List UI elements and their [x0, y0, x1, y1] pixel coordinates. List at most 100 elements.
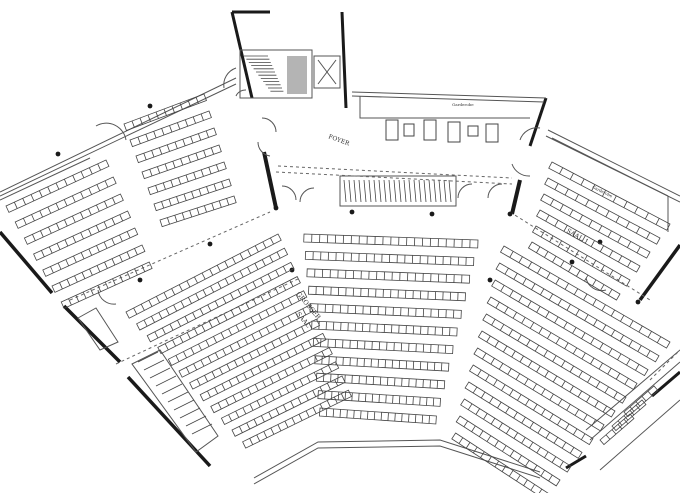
structure-lines	[0, 49, 680, 485]
stair-tread	[393, 179, 397, 203]
seat-row	[499, 245, 671, 349]
right-wall-a	[638, 243, 680, 302]
seat-row	[147, 161, 227, 196]
seat-row	[5, 159, 110, 213]
seat-row	[60, 261, 153, 309]
stair-tread	[179, 407, 201, 419]
seat-row	[495, 262, 660, 363]
seat-row	[157, 276, 301, 355]
stair-tread	[173, 399, 195, 411]
seat-row	[312, 337, 454, 355]
door-swings	[95, 67, 607, 305]
stair-tread	[418, 179, 422, 203]
seat-row	[129, 110, 212, 148]
stair-tread	[358, 179, 362, 203]
seat-row	[319, 407, 437, 425]
stair-tread	[353, 179, 357, 203]
seat-row	[464, 381, 583, 459]
seat-row	[455, 415, 561, 487]
seat-row	[548, 161, 671, 231]
seat-row	[482, 313, 627, 404]
column-marker	[569, 259, 575, 265]
right-wall-b	[565, 454, 587, 470]
column-marker	[507, 211, 513, 217]
stair-tower-left-wall	[230, 11, 254, 99]
seat-row	[146, 261, 295, 343]
seat-row	[468, 364, 594, 446]
seat-row	[51, 244, 146, 293]
stair-tread	[383, 179, 387, 203]
foyer-right-upper	[528, 97, 548, 147]
seat-row	[544, 177, 661, 245]
seat-row	[309, 303, 462, 319]
stair-tread	[403, 179, 407, 203]
stair-tread	[398, 179, 402, 203]
seat-row	[451, 432, 549, 493]
stair-tread	[185, 415, 207, 427]
seat-row	[306, 268, 471, 284]
column-marker	[55, 151, 61, 157]
stair-tread	[348, 179, 352, 203]
stair-tread	[143, 359, 165, 371]
seat-row	[540, 193, 651, 259]
column-marker	[137, 277, 143, 283]
seat-row	[473, 347, 605, 432]
column-marker	[635, 299, 641, 305]
stair-tread	[433, 179, 437, 203]
stair-tread	[438, 179, 442, 203]
stair-tread	[155, 375, 177, 387]
stair-tread	[161, 383, 183, 395]
stair-tread	[343, 179, 347, 203]
seat-row	[491, 279, 649, 377]
stair-tread	[443, 179, 447, 203]
seat-row	[125, 233, 282, 319]
stair-tread	[137, 351, 159, 363]
foyer-furniture	[385, 119, 499, 143]
stair-tread	[428, 179, 432, 203]
seat-row	[123, 93, 207, 132]
seat-row	[304, 250, 475, 267]
seat-row	[199, 332, 327, 402]
seat-row	[314, 355, 450, 372]
seat-row	[242, 389, 353, 449]
column-marker	[487, 277, 493, 283]
seat-row	[303, 233, 479, 249]
stair-tower-right-wall	[340, 11, 348, 109]
seat-row	[189, 318, 321, 390]
seat-row	[308, 285, 466, 302]
left-facade	[0, 230, 54, 295]
seat-row	[167, 290, 308, 366]
seat-row	[159, 195, 237, 228]
stair-tread	[413, 179, 417, 203]
seat-row	[527, 241, 621, 301]
stair-tread	[448, 179, 452, 203]
seat-row	[210, 347, 333, 414]
stair-tread	[368, 179, 372, 203]
seat-row	[460, 398, 572, 473]
seat-row	[23, 193, 124, 245]
stair-tread	[167, 391, 189, 403]
seat-row	[178, 304, 314, 378]
entrance-stair-hatch	[137, 55, 452, 435]
seating-rows	[5, 93, 671, 493]
seat-row	[135, 127, 217, 164]
foyer-left-wall	[262, 151, 278, 209]
stair-tread	[423, 179, 427, 203]
seat-row	[477, 330, 616, 418]
dashed-lines	[69, 165, 680, 381]
seat-row	[486, 296, 638, 390]
stair-tread	[378, 179, 382, 203]
left-lower-wall-a	[62, 304, 122, 364]
foyer-label: FOYER	[327, 133, 350, 147]
stair-tread	[373, 179, 377, 203]
column-marker	[207, 241, 213, 247]
seat-row	[141, 144, 222, 180]
stair-tread	[363, 179, 367, 203]
seat-row	[153, 178, 232, 212]
stair-tread	[388, 179, 392, 203]
outer-walls	[0, 10, 680, 470]
seat-row	[315, 372, 446, 390]
seat-row	[623, 385, 659, 418]
seat-row	[231, 375, 346, 437]
